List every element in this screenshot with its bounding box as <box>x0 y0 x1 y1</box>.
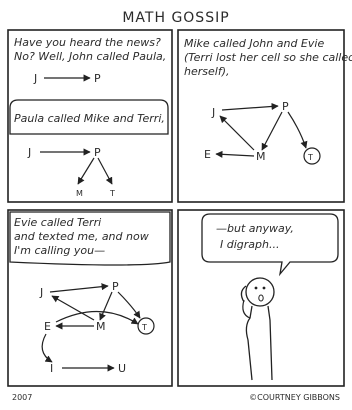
graph2-edge-p-m <box>261 111 283 151</box>
graph2-node-m: M <box>256 150 266 163</box>
graph2-node-p: P <box>282 100 289 113</box>
panel-4-caption-line-1: —but anyway, <box>216 222 294 235</box>
graph2-self-loop-t <box>303 147 321 165</box>
panel-1: Have you heard the news? No? Well, John … <box>7 29 173 203</box>
graph1-edge-p-t <box>97 157 113 185</box>
graph2-edge-m-j <box>219 115 255 151</box>
graph3-edge-e-t <box>55 310 139 325</box>
footer-year: 2007 <box>12 393 32 402</box>
panel-4-border <box>177 209 345 387</box>
graph3-node-m: M <box>96 320 106 333</box>
panel-1b-caption-line-1: Paula called Mike and Terri, <box>14 112 165 125</box>
graph1-edge-p-m <box>77 157 95 185</box>
panel-1-caption-line-1: Have you heard the news? <box>14 36 161 49</box>
graph3-edge-p-t <box>117 291 141 319</box>
graph1-node-j: J <box>27 146 31 159</box>
figure-arm <box>242 299 251 319</box>
graph1-node-t: T <box>109 189 115 198</box>
graph2-node-t: T <box>307 153 313 162</box>
figure-eye-right <box>262 286 266 290</box>
node-j-label: J <box>33 72 37 85</box>
panel-4-speech-bubble <box>201 213 339 277</box>
graph3-self-loop-t <box>137 317 155 335</box>
graph3-node-i: I <box>50 362 53 375</box>
panel-3: Evie called Terri and texted me, and now… <box>7 209 173 387</box>
graph3-edge-j-p <box>49 283 109 293</box>
panel-3-caption-line-3: I'm calling you— <box>14 244 105 257</box>
figure-on-phone <box>240 277 275 381</box>
panel-4-caption-line-2: I digraph... <box>220 238 279 251</box>
figure-eye-left <box>254 286 258 290</box>
graph3-node-e: E <box>44 320 51 333</box>
node-p-label: P <box>94 72 101 85</box>
graph3-node-t: T <box>141 323 147 332</box>
graph3-edge-m-j <box>51 295 95 321</box>
graph3-node-j: J <box>39 286 43 299</box>
graph2-node-e: E <box>204 148 211 161</box>
comic-title: MATH GOSSIP <box>122 10 229 26</box>
panel-2-caption-line-3: herself), <box>184 65 229 78</box>
panel-3-border <box>7 209 173 387</box>
figure-body-right <box>267 305 273 381</box>
panel-3-caption-line-1: Evie called Terri <box>14 216 101 229</box>
graph3-node-p: P <box>112 280 119 293</box>
graph1-node-m: M <box>76 189 83 198</box>
panel-4: —but anyway, I digraph... <box>177 209 345 387</box>
panel-2-caption-line-1: Mike called John and Evie <box>184 37 324 50</box>
graph2-edge-m-e <box>215 150 255 158</box>
panel-1-border <box>7 29 173 203</box>
panel-2-caption-line-2: (Terri lost her cell so she called <box>184 51 352 64</box>
graph2-edge-p-t <box>287 111 308 149</box>
figure-mouth <box>258 294 264 302</box>
graph3-edge-p-m <box>99 291 113 321</box>
panel-2: Mike called John and Evie (Terri lost he… <box>177 29 352 203</box>
footer-credit: ©COURTNEY GIBBONS <box>249 393 340 402</box>
panel-1-caption-line-2: No? Well, John called Paula, <box>14 50 166 63</box>
graph1-node-p: P <box>94 146 101 159</box>
panel-3-caption-line-2: and texted me, and now <box>14 230 149 243</box>
panel-1b-bubble <box>9 99 169 135</box>
phone-icon <box>240 285 247 303</box>
graph3-node-u: U <box>118 362 126 375</box>
figure-head <box>245 277 275 307</box>
graph2-edge-j-p <box>221 102 279 111</box>
panel-2-border <box>177 29 345 203</box>
panel-3-bubble <box>9 211 171 266</box>
graph2-node-j: J <box>211 106 215 119</box>
graph3-edge-e-i <box>41 333 53 363</box>
